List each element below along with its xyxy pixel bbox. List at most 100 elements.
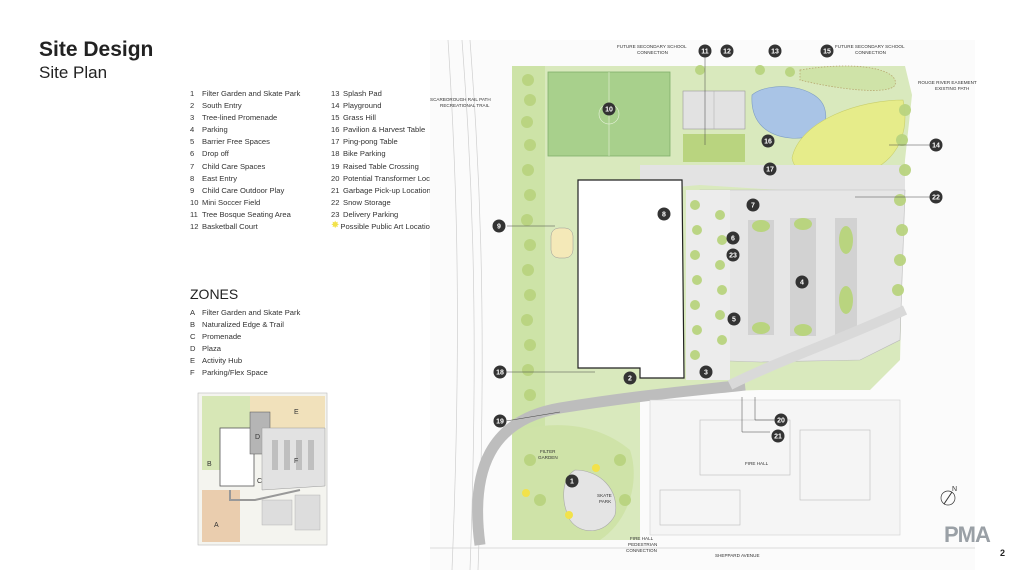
marker-15: 15 xyxy=(820,44,834,58)
svg-text:15: 15 xyxy=(823,49,831,56)
marker-22: 22 xyxy=(929,190,943,204)
svg-text:11: 11 xyxy=(701,49,709,56)
label-park: PARK xyxy=(599,499,612,504)
svg-text:21: 21 xyxy=(774,434,782,441)
promenade xyxy=(686,190,730,380)
rail-corridor xyxy=(447,39,483,571)
svg-text:1: 1 xyxy=(570,479,574,486)
north-label: N xyxy=(952,486,957,493)
north-arrow-icon xyxy=(940,490,956,506)
marker-7: 7 xyxy=(746,198,760,212)
page-title: Site Design xyxy=(39,38,154,61)
marker-6: 6 xyxy=(726,231,740,245)
page-number: 2 xyxy=(1000,548,1006,558)
parking-islands xyxy=(752,218,853,336)
svg-text:5: 5 xyxy=(732,317,736,324)
svg-text:16: 16 xyxy=(764,139,772,146)
zone-f-area xyxy=(261,427,326,491)
parking-rows xyxy=(748,218,857,336)
svg-text:7: 7 xyxy=(751,203,755,210)
marker-1: 1 xyxy=(565,474,579,488)
soccer-field xyxy=(547,71,671,157)
marker-11: 11 xyxy=(698,44,712,58)
company-logo: PMA xyxy=(944,522,991,547)
svg-text:10: 10 xyxy=(605,107,613,114)
marker-23: 23 xyxy=(726,248,740,262)
svg-text:4: 4 xyxy=(800,280,804,287)
label-future-school-1: FUTURE SECONDARY SCHOOL xyxy=(617,44,687,49)
svg-text:8: 8 xyxy=(662,212,666,219)
marker-14: 14 xyxy=(929,138,943,152)
label-future-school-2b: CONNECTION xyxy=(855,50,886,55)
label-future-school-2: FUTURE SECONDARY SCHOOL xyxy=(835,44,905,49)
zone-building xyxy=(219,427,255,487)
marker-5: 5 xyxy=(727,312,741,326)
zone-e-area xyxy=(250,396,325,430)
label-sheppard: SHEPPARD AVENUE xyxy=(715,553,760,558)
skate-park xyxy=(563,469,617,531)
trees xyxy=(521,65,911,506)
label-rouge-1: ROUGE RIVER EASEMENT xyxy=(918,80,977,85)
marker-12: 12 xyxy=(720,44,734,58)
filter-garden xyxy=(520,425,634,540)
svg-text:18: 18 xyxy=(496,370,504,377)
fire-hall-site xyxy=(649,399,901,536)
zone-label-f: F xyxy=(294,458,298,465)
zone-label-d: D xyxy=(255,434,260,441)
marker-10: 10 xyxy=(602,102,616,116)
splash-pad xyxy=(751,86,827,139)
label-rouge-2: EXISTING PATH xyxy=(935,86,969,91)
plaza-paving xyxy=(640,165,905,195)
playground xyxy=(791,99,906,179)
legend-item-art: ✸Possible Public Art Locations xyxy=(331,220,446,233)
basketball-court xyxy=(682,90,746,130)
svg-text:13: 13 xyxy=(771,49,779,56)
marker-3: 3 xyxy=(699,365,713,379)
svg-text:14: 14 xyxy=(932,143,940,150)
label-garden: GARDEN xyxy=(538,455,558,460)
zone-parking-rows xyxy=(272,440,314,470)
svg-text:9: 9 xyxy=(497,224,501,231)
zone-b-area xyxy=(202,396,250,470)
label-skate: SKATE xyxy=(597,493,612,498)
svg-text:19: 19 xyxy=(496,419,504,426)
marker-18: 18 xyxy=(493,365,507,379)
label-fh-ped-3: CONNECTION xyxy=(626,548,657,553)
leader-lines xyxy=(505,57,932,433)
zone-d-area xyxy=(249,411,271,455)
marker-16: 16 xyxy=(761,134,775,148)
page-subtitle: Site Plan xyxy=(39,63,108,82)
naturalized-edge xyxy=(512,66,545,540)
zone-label-b: B xyxy=(207,461,212,468)
marker-9: 9 xyxy=(492,219,506,233)
svg-text:3: 3 xyxy=(704,370,708,377)
label-rail-2: RECREATIONAL TRAIL xyxy=(440,103,490,108)
marker-17: 17 xyxy=(763,162,777,176)
label-fire-hall: FIRE HALL xyxy=(745,461,769,466)
zone-label-e: E xyxy=(294,409,299,416)
